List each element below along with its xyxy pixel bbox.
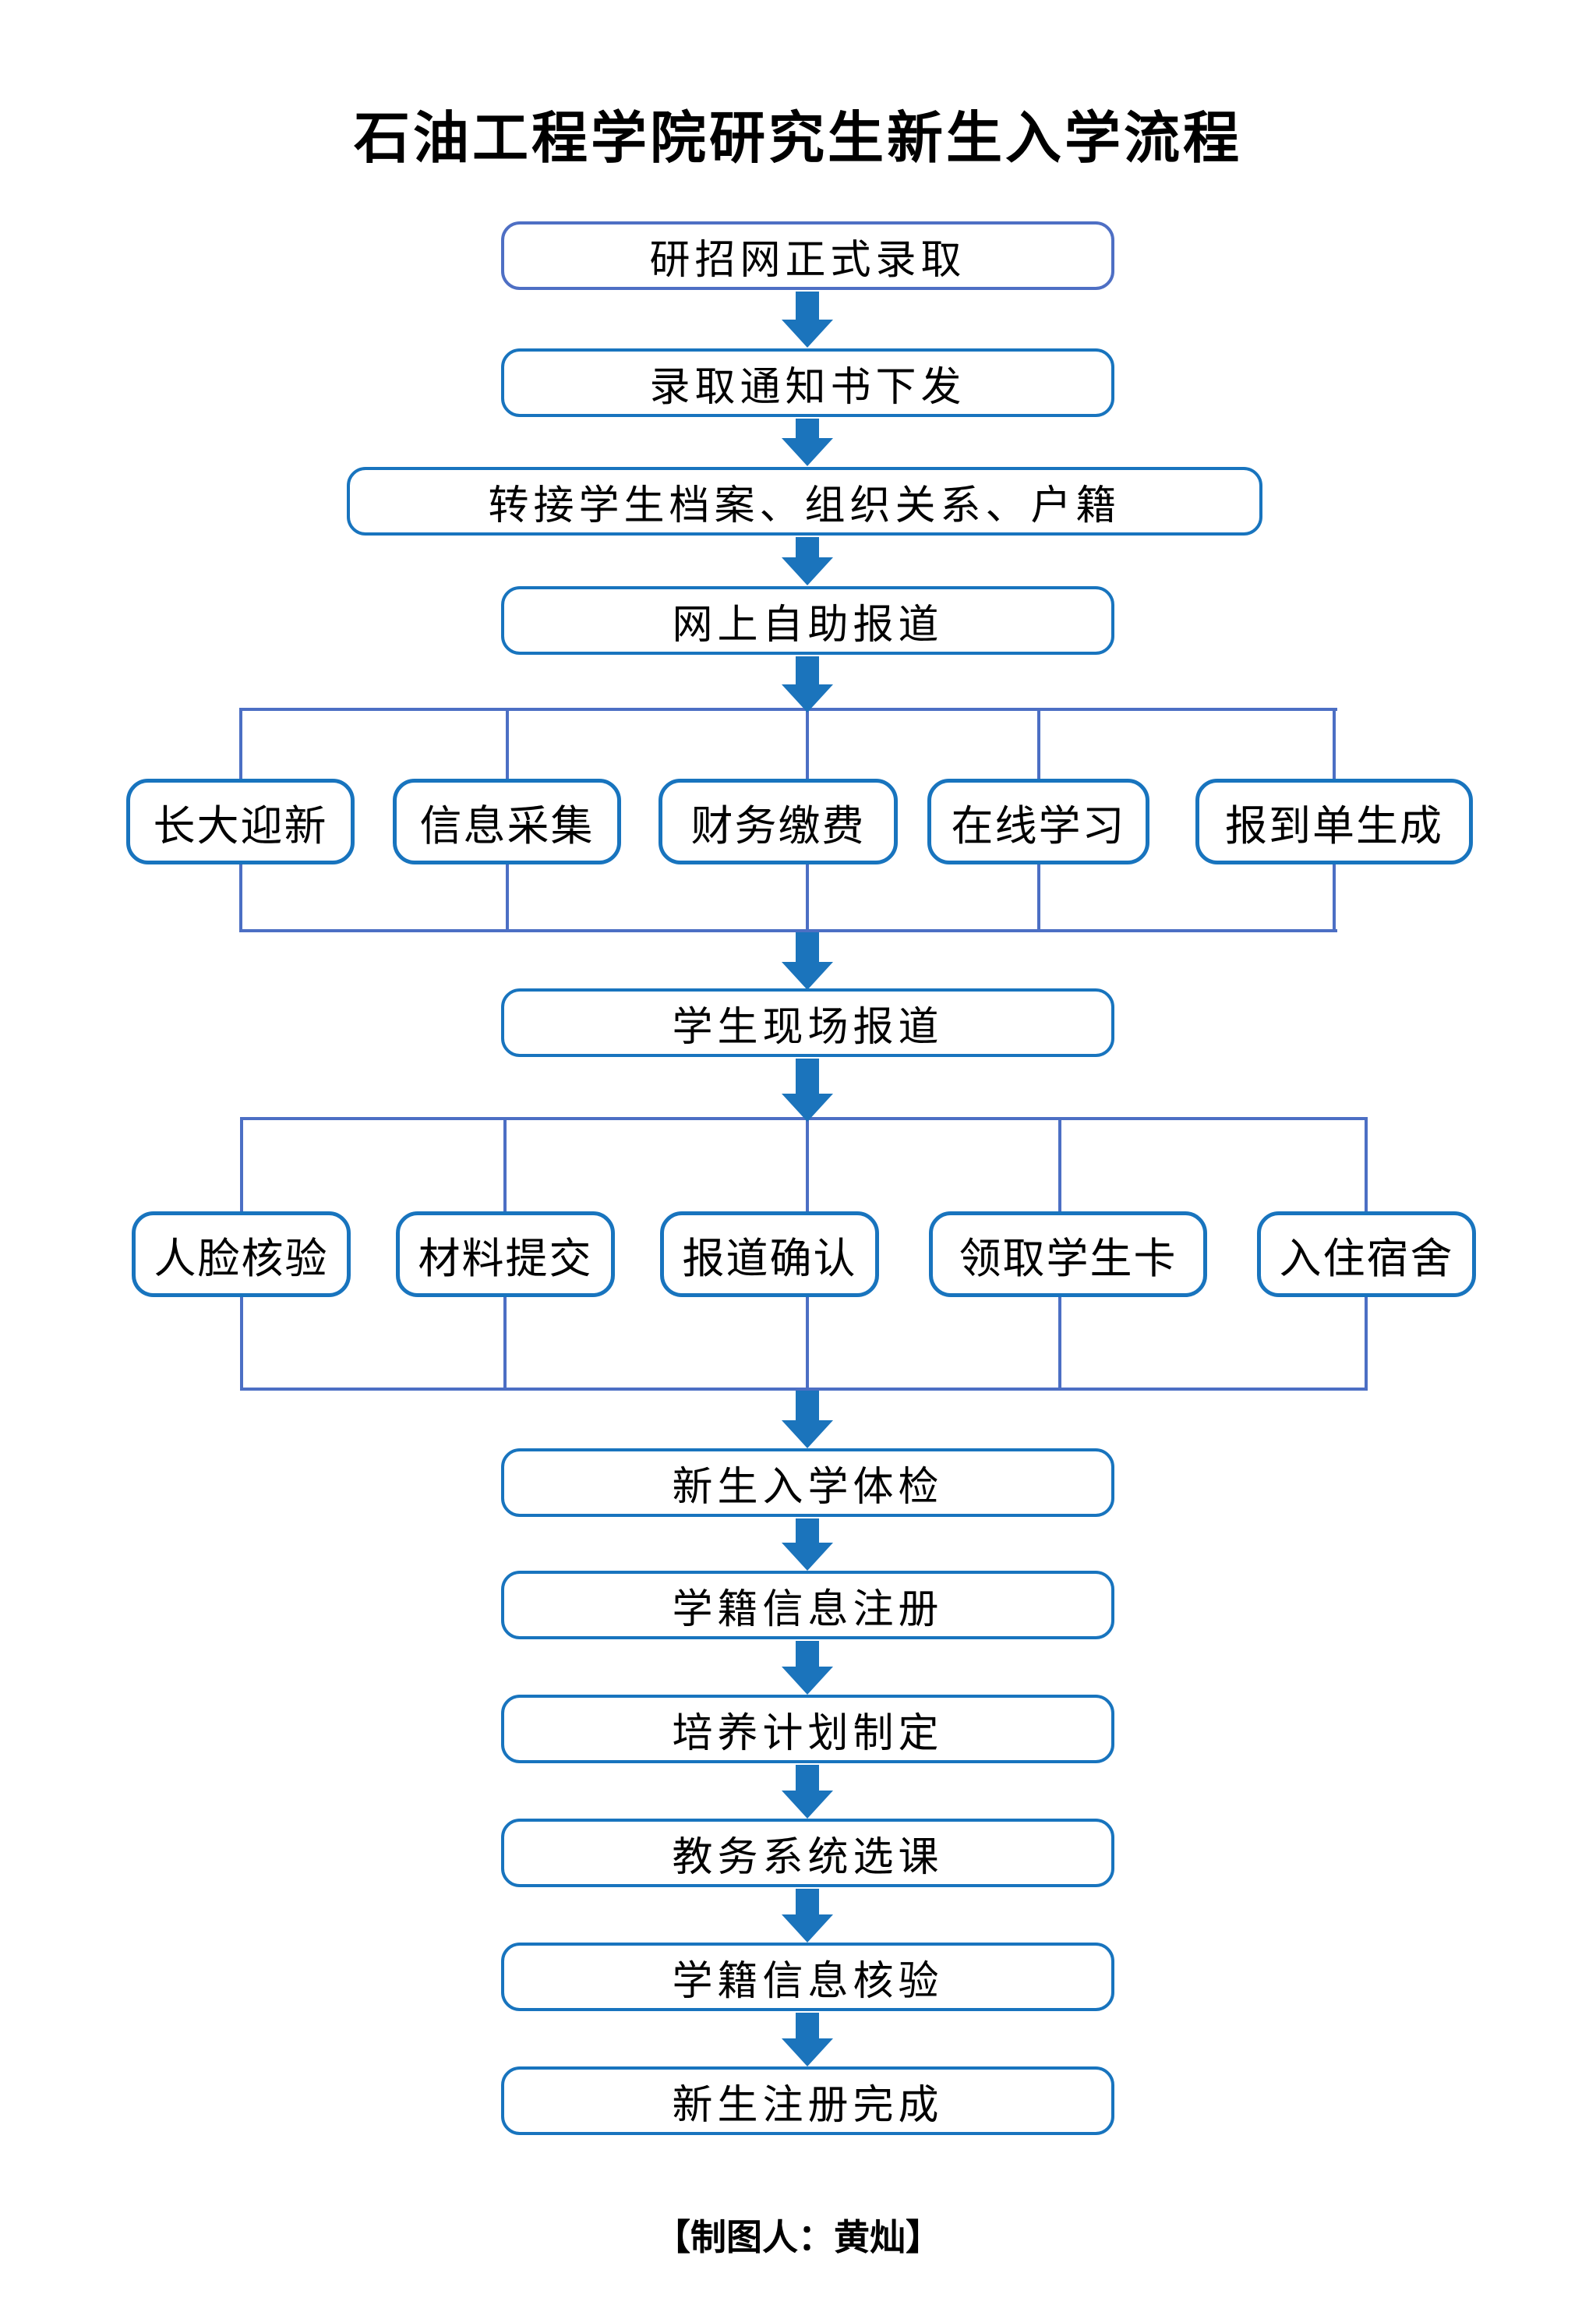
connector-line xyxy=(1058,1294,1061,1391)
flow-node-onsite-registration: 学生现场报道 xyxy=(501,988,1114,1057)
arrow-down-icon xyxy=(782,932,833,990)
connector-line xyxy=(239,929,1337,932)
connector-line xyxy=(506,861,509,932)
connector-line xyxy=(1037,861,1040,932)
flow-node-registration-confirmation: 报道确认 xyxy=(660,1211,879,1297)
flow-node-finance-payment: 财务缴费 xyxy=(659,779,898,864)
arrow-down-icon xyxy=(782,1641,833,1695)
flow-node-admission-letter: 录取通知书下发 xyxy=(501,348,1114,417)
arrow-down-icon xyxy=(782,419,833,466)
footer-credit: 【制图人：黄灿】 xyxy=(655,2217,941,2257)
connector-line xyxy=(806,861,809,932)
arrow-down-icon xyxy=(782,1059,833,1122)
connector-line xyxy=(240,1117,243,1214)
connector-line xyxy=(1365,1117,1368,1214)
flow-node-material-submission: 材料提交 xyxy=(396,1211,615,1297)
connector-line xyxy=(1333,861,1336,932)
arrow-down-icon xyxy=(782,1518,833,1571)
flow-node-face-verification: 人脸核验 xyxy=(132,1211,351,1297)
connector-line xyxy=(503,1294,507,1391)
connector-line xyxy=(503,1117,507,1214)
connector-line xyxy=(240,1117,1368,1120)
flow-node-dormitory-checkin: 入住宿舍 xyxy=(1257,1211,1476,1297)
page-title: 石油工程学院研究生新生入学流程 xyxy=(353,108,1242,170)
connector-line xyxy=(506,708,509,782)
arrow-down-icon xyxy=(782,537,833,585)
flow-node-online-self-registration: 网上自助报道 xyxy=(501,586,1114,655)
connector-line xyxy=(1037,708,1040,782)
flow-node-status-info-registration: 学籍信息注册 xyxy=(501,1571,1114,1639)
flow-node-registration-complete: 新生注册完成 xyxy=(501,2066,1114,2135)
arrow-down-icon xyxy=(782,1889,833,1943)
connector-line xyxy=(1333,708,1336,782)
connector-line xyxy=(806,1294,809,1391)
connector-line xyxy=(239,708,1337,711)
flow-node-transfer-archives: 转接学生档案、组织关系、户籍 xyxy=(347,467,1262,536)
arrow-down-icon xyxy=(782,1391,833,1448)
flow-node-online-learning: 在线学习 xyxy=(927,779,1149,864)
flow-node-report-form-generation: 报到单生成 xyxy=(1195,779,1473,864)
connector-line xyxy=(1058,1117,1061,1214)
flow-node-physical-exam: 新生入学体检 xyxy=(501,1448,1114,1517)
connector-line xyxy=(806,708,809,782)
connector-line xyxy=(240,1388,1368,1391)
arrow-down-icon xyxy=(782,292,833,348)
arrow-down-icon xyxy=(782,2013,833,2066)
flow-node-course-selection: 教务系统选课 xyxy=(501,1819,1114,1887)
connector-line xyxy=(1365,1294,1368,1391)
flow-node-changda-welcome: 长大迎新 xyxy=(126,779,355,864)
connector-line xyxy=(806,1117,809,1214)
connector-line xyxy=(239,708,242,782)
connector-line xyxy=(239,861,242,932)
flow-node-info-collection: 信息采集 xyxy=(393,779,621,864)
connector-line xyxy=(240,1294,243,1391)
flow-node-student-card-pickup: 领取学生卡 xyxy=(929,1211,1207,1297)
arrow-down-icon xyxy=(782,1765,833,1819)
flow-node-training-plan: 培养计划制定 xyxy=(501,1695,1114,1763)
arrow-down-icon xyxy=(782,656,833,712)
flow-node-official-admission: 研招网正式录取 xyxy=(501,221,1114,290)
flow-node-status-info-verification: 学籍信息核验 xyxy=(501,1943,1114,2011)
